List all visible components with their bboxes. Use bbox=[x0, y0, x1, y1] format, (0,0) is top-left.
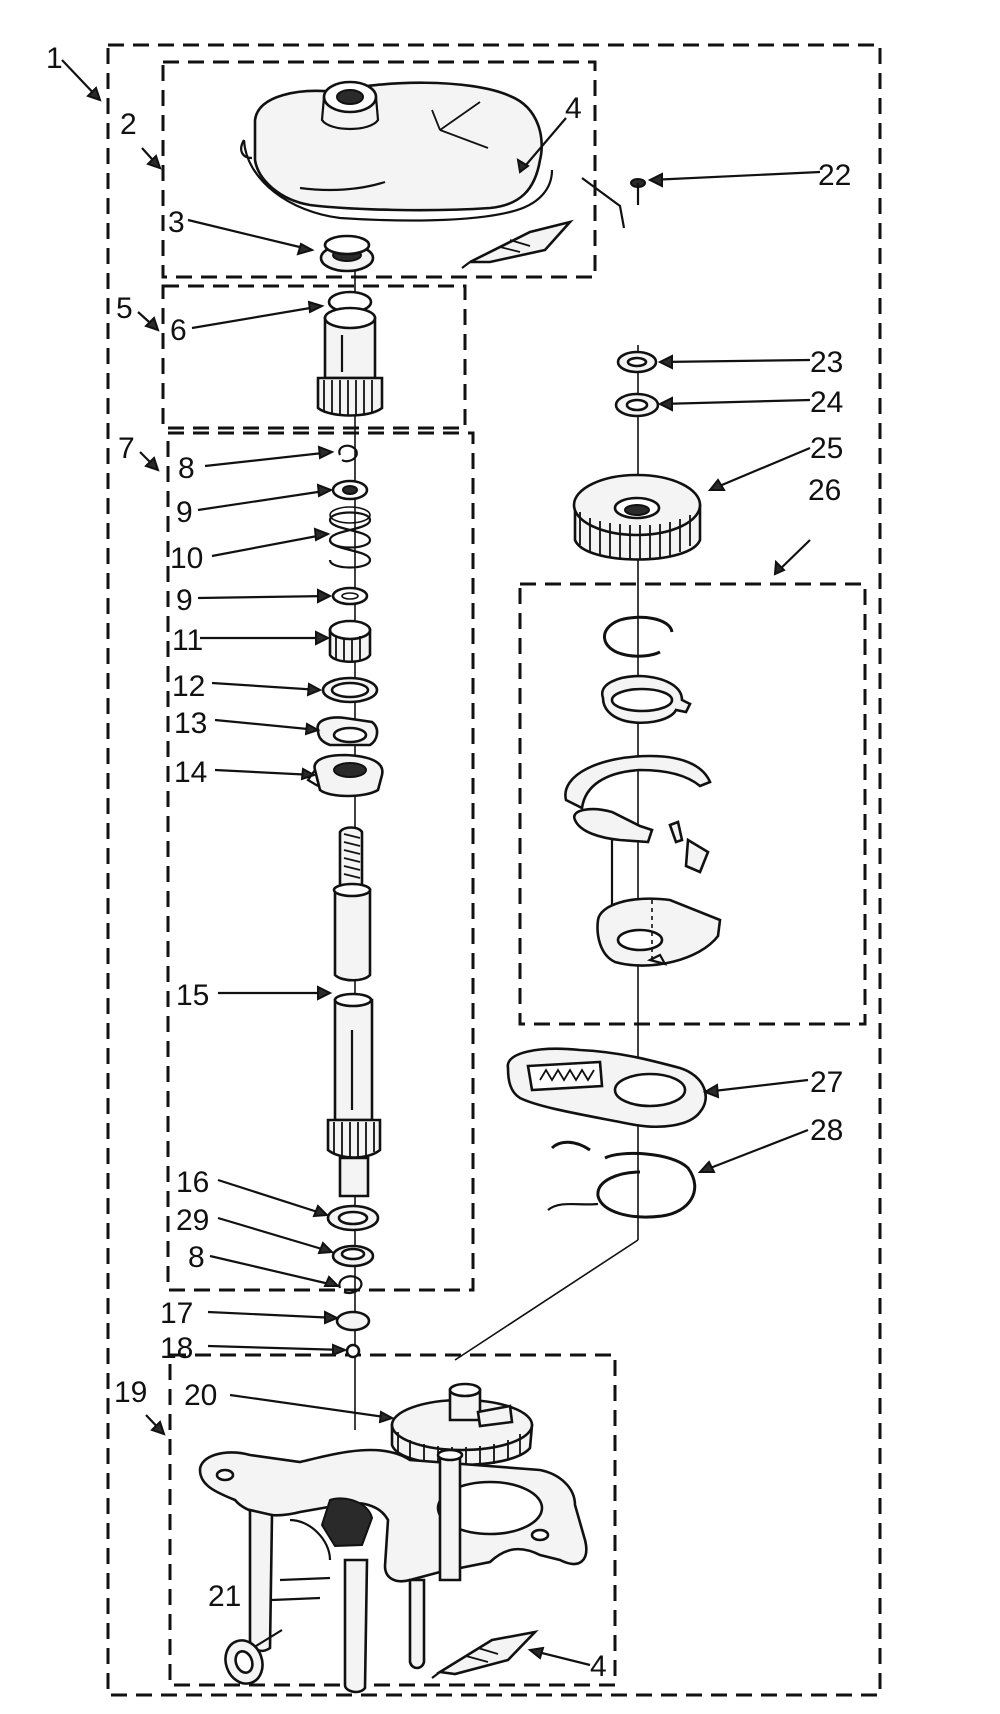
assembly-box-26 bbox=[518, 582, 867, 1026]
callout-26: 26 bbox=[808, 474, 841, 507]
callout-5: 5 bbox=[116, 292, 133, 325]
nut-23 bbox=[616, 350, 658, 374]
shaft-15-upper bbox=[332, 826, 372, 982]
assembly-box-19 bbox=[168, 1353, 617, 1687]
spring-10 bbox=[328, 506, 372, 569]
callout-1: 1 bbox=[46, 42, 63, 75]
callout-3: 3 bbox=[168, 206, 185, 239]
callout-16: 16 bbox=[176, 1166, 209, 1199]
snap-ring-26b bbox=[600, 674, 692, 724]
callout-4-lower: 4 bbox=[590, 1650, 607, 1683]
gear-link-line bbox=[454, 1239, 639, 1361]
callout-7: 7 bbox=[118, 432, 135, 465]
callout-21: 21 bbox=[208, 1580, 241, 1613]
callout-29: 29 bbox=[176, 1204, 209, 1237]
callout-10: 10 bbox=[170, 542, 203, 575]
grease-tube-upper bbox=[461, 219, 574, 269]
assembly-box-2 bbox=[161, 60, 597, 279]
callout-23: 23 bbox=[810, 346, 843, 379]
washer-9-upper bbox=[331, 479, 369, 501]
callout-11: 11 bbox=[172, 624, 203, 657]
washer-24 bbox=[614, 392, 660, 418]
clutch-11 bbox=[328, 619, 372, 664]
callout-14: 14 bbox=[174, 756, 207, 789]
spring-28 bbox=[547, 1140, 697, 1219]
assembly-box-1 bbox=[106, 43, 882, 1697]
seal-3 bbox=[319, 234, 375, 273]
washer-17 bbox=[335, 1310, 371, 1332]
callout-8-upper: 8 bbox=[178, 452, 195, 485]
bearing-16 bbox=[326, 1204, 380, 1232]
callout-18: 18 bbox=[160, 1332, 193, 1365]
bearing-21 bbox=[224, 1629, 283, 1685]
assembly-box-7 bbox=[166, 431, 475, 1292]
callout-13: 13 bbox=[174, 707, 207, 740]
shifter-27 bbox=[506, 1047, 707, 1128]
drive-gear-20 bbox=[390, 1382, 534, 1468]
washer-9-lower bbox=[331, 586, 369, 606]
clip-8-upper bbox=[338, 444, 358, 463]
ball-18 bbox=[345, 1343, 361, 1359]
callout-6: 6 bbox=[170, 314, 187, 347]
snap-ring-26a bbox=[603, 615, 674, 658]
screw-22 bbox=[630, 178, 646, 205]
callout-17: 17 bbox=[160, 1297, 193, 1330]
callout-9-upper: 9 bbox=[176, 496, 193, 529]
callout-4-upper: 4 bbox=[565, 92, 582, 125]
callout-20: 20 bbox=[184, 1379, 217, 1412]
callout-15: 15 bbox=[176, 979, 209, 1012]
cam-14 bbox=[306, 753, 384, 798]
shaft-15-lower bbox=[326, 992, 382, 1198]
callout-22: 22 bbox=[818, 159, 851, 192]
callout-8-lower: 8 bbox=[188, 1241, 205, 1274]
callout-28: 28 bbox=[810, 1114, 843, 1147]
washer-29 bbox=[331, 1244, 375, 1268]
arrow-heads bbox=[86, 86, 786, 1660]
callout-25: 25 bbox=[810, 432, 843, 465]
callout-27: 27 bbox=[810, 1066, 843, 1099]
gearcase-cover bbox=[240, 80, 554, 222]
ring-12 bbox=[321, 676, 379, 704]
callout-2: 2 bbox=[120, 108, 137, 141]
gear-25 bbox=[572, 473, 702, 561]
gearcase-housing-19 bbox=[198, 1448, 588, 1694]
shift-lever-26 bbox=[564, 754, 722, 967]
pinion-6 bbox=[316, 290, 384, 417]
callout-12: 12 bbox=[172, 670, 205, 703]
callout-24: 24 bbox=[810, 386, 843, 419]
grease-tube-lower bbox=[431, 1629, 539, 1679]
clip-8-lower bbox=[338, 1275, 363, 1295]
assembly-box-5 bbox=[161, 284, 467, 430]
callout-9-lower: 9 bbox=[176, 584, 193, 617]
leader-lines bbox=[61, 59, 821, 1667]
cam-13 bbox=[316, 716, 379, 747]
callout-19: 19 bbox=[114, 1376, 147, 1409]
